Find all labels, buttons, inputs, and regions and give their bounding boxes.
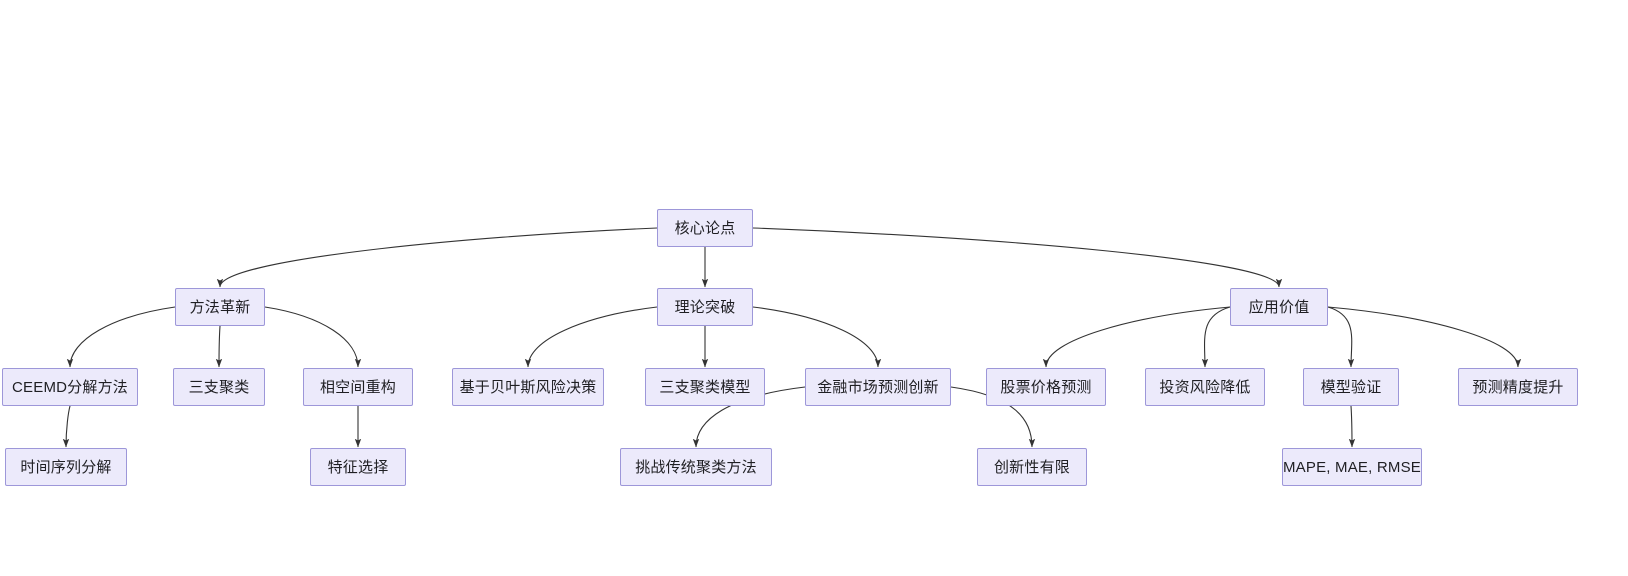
- edge-c3-to-c3a: [1348, 405, 1356, 448]
- edge-a1-to-a1a: [62, 405, 71, 448]
- edge-paths: [62, 227, 1522, 448]
- edge-m3-to-c1: [1042, 306, 1231, 368]
- node-label: 模型验证: [1320, 378, 1382, 396]
- node-c1[interactable]: 股票价格预测: [986, 368, 1106, 406]
- node-m1[interactable]: 方法革新: [175, 288, 265, 326]
- node-m3[interactable]: 应用价值: [1230, 288, 1328, 326]
- node-label: 三支聚类: [188, 378, 250, 396]
- node-b2[interactable]: 三支聚类模型: [645, 368, 765, 406]
- node-label: 时间序列分解: [20, 458, 112, 476]
- node-b3a[interactable]: 挑战传统聚类方法: [620, 448, 772, 486]
- edge-root-to-m3: [752, 227, 1283, 288]
- node-b1[interactable]: 基于贝叶斯风险决策: [452, 368, 604, 406]
- node-a1[interactable]: CEEMD分解方法: [2, 368, 138, 406]
- node-label: 基于贝叶斯风险决策: [459, 378, 597, 396]
- edge-m2-to-b1: [524, 306, 658, 368]
- node-b3[interactable]: 金融市场预测创新: [805, 368, 951, 406]
- node-label: 应用价值: [1248, 298, 1310, 316]
- node-label: 挑战传统聚类方法: [635, 458, 757, 476]
- node-root[interactable]: 核心论点: [657, 209, 753, 247]
- edge-m1-to-a3: [264, 306, 362, 368]
- node-label: 创新性有限: [993, 458, 1070, 476]
- node-label: 预测精度提升: [1472, 378, 1564, 396]
- edge-m3-to-c2: [1201, 306, 1231, 368]
- node-a3[interactable]: 相空间重构: [303, 368, 413, 406]
- node-label: 核心论点: [674, 219, 736, 237]
- node-c2[interactable]: 投资风险降低: [1145, 368, 1265, 406]
- node-label: 三支聚类模型: [659, 378, 751, 396]
- edge-m3-to-c4: [1327, 306, 1522, 368]
- node-label: 相空间重构: [319, 378, 396, 396]
- node-label: 特征选择: [327, 458, 389, 476]
- node-a2[interactable]: 三支聚类: [173, 368, 265, 406]
- edge-m1-to-a1: [66, 306, 176, 368]
- node-a3a[interactable]: 特征选择: [310, 448, 406, 486]
- node-label: 方法革新: [189, 298, 251, 316]
- node-label: 理论突破: [674, 298, 736, 316]
- node-label: MAPE, MAE, RMSE: [1282, 458, 1422, 476]
- node-label: 金融市场预测创新: [817, 378, 939, 396]
- node-m2[interactable]: 理论突破: [657, 288, 753, 326]
- node-label: 投资风险降低: [1159, 378, 1251, 396]
- node-c3a[interactable]: MAPE, MAE, RMSE: [1282, 448, 1422, 486]
- node-c3[interactable]: 模型验证: [1303, 368, 1399, 406]
- edge-root-to-m1: [216, 227, 658, 288]
- node-b3b[interactable]: 创新性有限: [977, 448, 1087, 486]
- node-c4[interactable]: 预测精度提升: [1458, 368, 1578, 406]
- edge-m2-to-b3: [752, 306, 882, 368]
- edge-m3-to-c3: [1327, 306, 1355, 368]
- node-label: CEEMD分解方法: [12, 378, 128, 396]
- edge-m1-to-a2: [215, 325, 223, 368]
- node-a1a[interactable]: 时间序列分解: [5, 448, 127, 486]
- node-label: 股票价格预测: [1000, 378, 1092, 396]
